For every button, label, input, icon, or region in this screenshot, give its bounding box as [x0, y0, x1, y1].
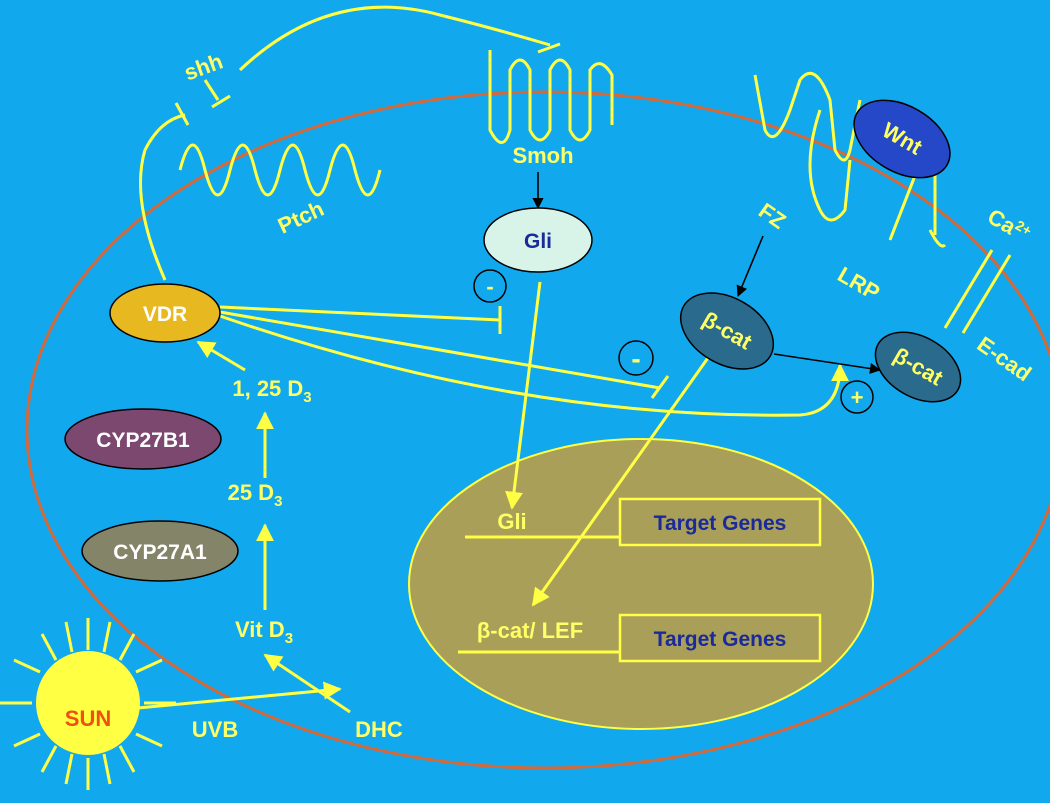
d25-text: 25 D	[228, 480, 274, 505]
sun-icon	[0, 618, 176, 790]
wnt-node	[853, 99, 951, 179]
target-genes-box-1	[618, 497, 822, 547]
vdr-node	[109, 283, 221, 343]
d25-label: 25 D3	[228, 480, 283, 510]
shh-ptch-line	[203, 79, 220, 101]
plus-sign-bcat: +	[851, 385, 864, 410]
vitd-label: Vit D3	[235, 617, 293, 647]
gli-label: Gli	[524, 230, 552, 253]
fz-label: FZ	[754, 198, 790, 234]
cyp27b1-label: CYP27B1	[96, 429, 190, 452]
target-genes-box-2	[618, 613, 822, 663]
nucleus-bcat-lef-label: β-cat/ LEF	[477, 618, 583, 643]
fz-receptor-tail	[808, 109, 852, 222]
d125-subscript: 3	[303, 389, 311, 406]
bcat-nucleus-arrow	[531, 354, 712, 607]
cyp27a1-label: CYP27A1	[113, 541, 207, 564]
gli-node	[483, 207, 593, 273]
fz-bcat-arrow	[736, 235, 764, 298]
bcat-node-1	[679, 292, 775, 370]
ecad-line-1	[943, 249, 994, 329]
lrp-label: LRP	[833, 262, 884, 306]
vdr-bcat-inhibit	[219, 310, 661, 390]
target-genes-label-2: Target Genes	[654, 628, 787, 651]
minus-badge-bcat	[618, 340, 654, 376]
uvb-label: UVB	[192, 717, 238, 742]
cell-membrane	[25, 90, 1050, 770]
vdr-bcat2-activate	[219, 314, 849, 417]
dhc-vitd-arrow	[263, 653, 351, 714]
smoh-receptor	[488, 50, 614, 144]
minus-badge-gli	[473, 269, 507, 303]
dhc-label: DHC	[355, 717, 403, 742]
d125-text: 1, 25 D	[232, 376, 303, 401]
shh-ptch-bar	[211, 94, 231, 109]
ca-superscript: 2+	[1013, 217, 1035, 239]
gli-nucleus-arrow	[505, 281, 542, 510]
125d-vdr-arrow	[196, 340, 246, 372]
plus-badge-bcat	[840, 380, 874, 414]
target-genes-label-1: Target Genes	[654, 512, 787, 535]
minus-sign-gli: -	[486, 274, 493, 299]
minus-sign-bcat: -	[631, 343, 640, 374]
shh-label: shh	[181, 49, 226, 86]
cyp27b1-node	[64, 408, 222, 470]
ecad-line-2	[961, 254, 1012, 334]
smoh-label: Smoh	[512, 143, 573, 168]
ca-label: Ca2+	[983, 203, 1034, 248]
ptch-bar	[174, 102, 190, 126]
d125-label: 1, 25 D3	[232, 376, 311, 406]
vitd-subscript: 3	[285, 630, 293, 647]
uvb-arrow	[137, 681, 342, 710]
nucleus	[408, 438, 874, 730]
shh-smoh-bar	[537, 42, 561, 54]
bcat-node-2	[874, 331, 962, 403]
sun-label: SUN	[65, 706, 111, 731]
vdr-bcat-bar	[650, 375, 670, 399]
shh-smoh-loop	[139, 5, 551, 281]
bcat-bcat-arrow	[773, 353, 882, 375]
ptch-receptor	[178, 143, 382, 197]
ecad-label: E-cad	[973, 331, 1036, 386]
nucleus-gli-label: Gli	[497, 509, 526, 534]
nucleus-bcat-symbol: β	[477, 618, 490, 643]
vitd-text: Vit D	[235, 617, 285, 642]
cyp27a1-node	[81, 520, 239, 582]
fz-receptor	[753, 71, 862, 162]
ca-text: Ca	[983, 204, 1021, 240]
vdr-gli-inhibit	[219, 305, 501, 322]
nucleus-bcat-text: -cat/ LEF	[490, 618, 583, 643]
vdr-label: VDR	[143, 303, 187, 326]
ptch-label: Ptch	[274, 196, 328, 239]
d25-subscript: 3	[274, 493, 282, 510]
